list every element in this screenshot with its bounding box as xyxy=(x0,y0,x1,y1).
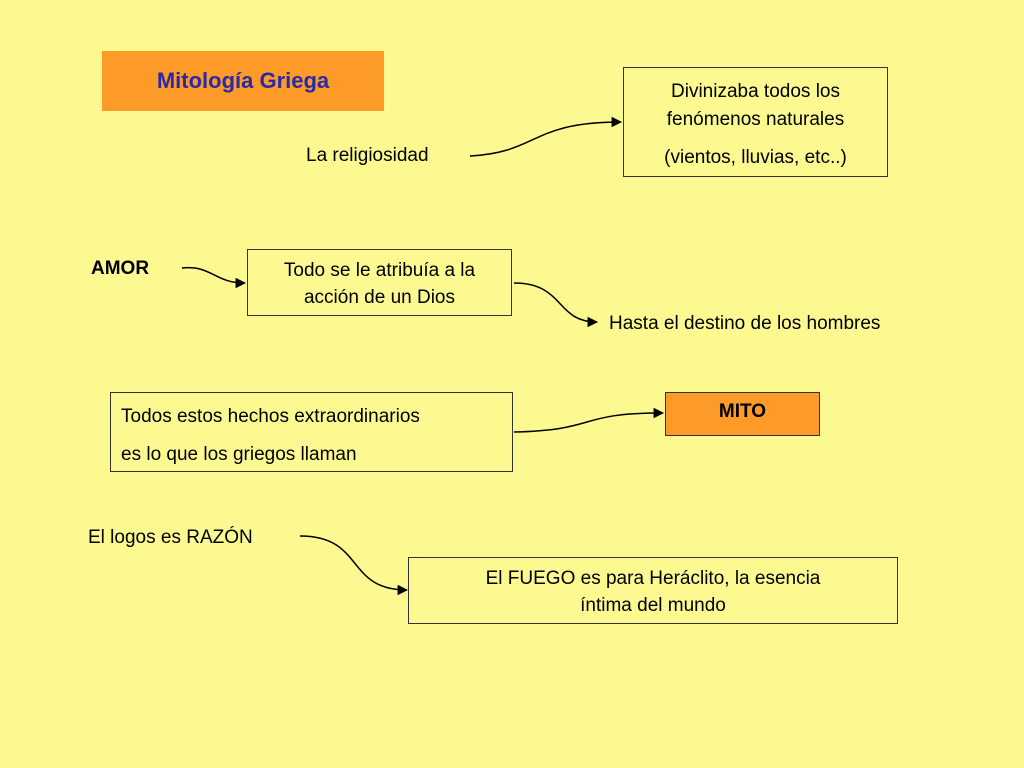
title-box: Mitología Griega xyxy=(102,51,384,111)
divinizaba-line-3: (vientos, lluvias, etc..) xyxy=(664,147,847,168)
hechos-box: Todos estos hechos extraordinarios es lo… xyxy=(110,392,513,472)
hechos-line-2: es lo que los griegos llaman xyxy=(121,444,357,465)
destino-label: Hasta el destino de los hombres xyxy=(609,313,881,334)
todo-line-2: acción de un Dios xyxy=(303,287,456,308)
arrow-religiosidad-to-divinizaba xyxy=(469,116,623,157)
divinizaba-line-2: fenómenos naturales xyxy=(666,109,845,130)
arrow-hechos-to-mito xyxy=(513,407,665,433)
fuego-line-2: íntima del mundo xyxy=(580,595,726,616)
arrow-amor-to-todo xyxy=(181,266,247,289)
arrow-todo-to-destino xyxy=(513,282,599,328)
mito-box: MITO xyxy=(665,392,820,436)
fuego-box: El FUEGO es para Heráclito, la esencia í… xyxy=(408,557,898,624)
todo-box: Todo se le atribuía a la acción de un Di… xyxy=(247,249,512,316)
religiosidad-label: La religiosidad xyxy=(306,145,429,166)
todo-line-1: Todo se le atribuía a la xyxy=(283,260,476,281)
fuego-line-1: El FUEGO es para Heráclito, la esencia xyxy=(485,568,821,589)
hechos-line-1: Todos estos hechos extraordinarios xyxy=(121,406,420,427)
amor-label: AMOR xyxy=(91,258,150,279)
arrow-logos-to-fuego xyxy=(299,535,409,596)
page-title: Mitología Griega xyxy=(156,67,330,93)
mito-label: MITO xyxy=(718,401,767,422)
logos-label: El logos es RAZÓN xyxy=(88,527,253,548)
divinizaba-line-1: Divinizaba todos los xyxy=(671,81,840,102)
divinizaba-box: Divinizaba todos los fenómenos naturales… xyxy=(623,67,888,177)
